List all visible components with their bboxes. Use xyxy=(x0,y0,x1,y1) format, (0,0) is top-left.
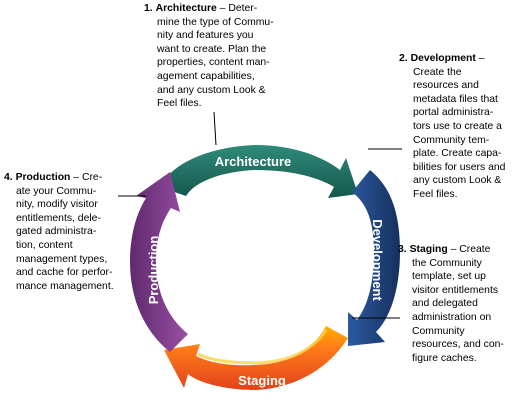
development-note-line: Feel files. xyxy=(413,188,458,200)
development-note-line: Community tem- xyxy=(413,134,490,146)
production-note-line: and cache for perfor- xyxy=(16,267,113,279)
architecture-note-title: Architecture xyxy=(155,3,217,14)
staging-note-line: figure caches. xyxy=(412,352,477,364)
architecture-note-line: properties, content man- xyxy=(157,57,270,69)
staging-note-number: 3. xyxy=(398,244,407,255)
development-note-line: bilities for users and xyxy=(413,161,506,173)
development-note-line: Create the xyxy=(413,66,462,78)
production-note-line: tion, content xyxy=(16,239,73,251)
architecture-note-line: and any custom Look & xyxy=(157,84,266,96)
development-note-line: metadata files that xyxy=(413,93,498,105)
staging-note-line: visitor entitlements xyxy=(412,284,499,296)
development-note-number: 2. xyxy=(399,53,408,64)
development-label: Development xyxy=(370,219,385,301)
staging-note-line: and delegated xyxy=(412,298,478,310)
architecture-note-line: agement capabilities, xyxy=(157,70,255,82)
staging-note-line: administration on xyxy=(412,311,492,323)
production-note-line: nity, modify visitor xyxy=(16,199,98,211)
staging-note-line: resources, and con- xyxy=(412,339,504,351)
architecture-note-line: Feel files. xyxy=(157,98,202,110)
production-segment xyxy=(130,172,188,352)
production-note-line: gated administra- xyxy=(16,226,97,238)
production-note-line: entitlements, dele- xyxy=(16,212,101,224)
architecture-note-line: mine the type of Commu- xyxy=(157,16,274,28)
production-note-line: management types, xyxy=(16,253,108,265)
development-note-line: plate. Create capa- xyxy=(413,148,502,160)
architecture-note: 1. Architecture – Deter- mine the type o… xyxy=(144,3,274,110)
production-note-line: Cre- xyxy=(81,172,103,183)
architecture-leader xyxy=(213,111,217,146)
staging-note-line: template, set up xyxy=(412,271,486,283)
architecture-note-number: 1. xyxy=(144,3,153,14)
production-note-line: mance management. xyxy=(16,280,114,292)
architecture-segment xyxy=(160,145,358,198)
development-note: 2. Development – Create the resources an… xyxy=(399,53,506,200)
architecture-note-line: want to create. Plan the xyxy=(157,43,267,55)
development-note-title: Development xyxy=(410,53,476,64)
development-note-line: portal administra- xyxy=(413,107,494,119)
staging-note-title: Staging xyxy=(409,244,448,255)
production-note-number: 4. xyxy=(4,172,13,183)
architecture-note-line: Deter- xyxy=(228,3,258,14)
staging-label: Staging xyxy=(238,373,286,388)
staging-segment xyxy=(164,326,348,390)
architecture-note-line: nity and features you xyxy=(157,30,254,42)
development-segment xyxy=(348,170,400,346)
staging-note-line: Create xyxy=(459,244,491,255)
development-note-line: any custom Look & xyxy=(413,175,502,187)
architecture-label: Architecture xyxy=(215,154,292,169)
production-note-title: Production xyxy=(15,172,71,183)
staging-note-line: the Community xyxy=(412,257,482,269)
development-note-line: tors use to create a xyxy=(413,120,502,132)
production-note-line: ate your Commu- xyxy=(16,185,97,197)
development-note-line: resources and xyxy=(413,80,479,92)
staging-note-line: Community xyxy=(412,325,465,337)
production-label: Production xyxy=(146,236,161,305)
production-note: 4. Production – Cre- ate your Commu- nit… xyxy=(4,172,114,292)
staging-note: 3. Staging – Create the Community templa… xyxy=(398,244,504,364)
